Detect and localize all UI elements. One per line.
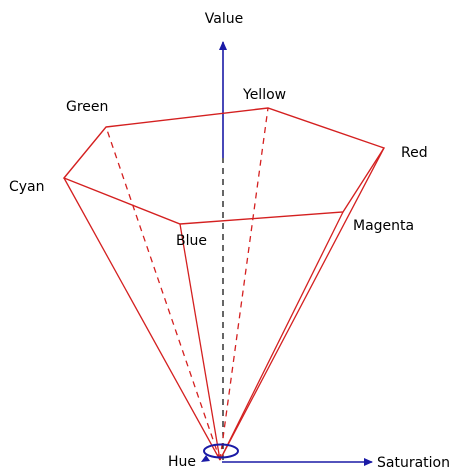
hue-label: Hue <box>168 454 196 470</box>
vertex-label-yellow: Yellow <box>242 87 286 103</box>
vertex-label-red: Red <box>401 145 428 161</box>
edge-apex-red <box>219 147 385 461</box>
top-hexagon <box>62 107 386 225</box>
vertex-label-green: Green <box>66 99 108 115</box>
value-axis-label: Value <box>205 11 243 27</box>
vertex-label-blue: Blue <box>176 233 207 249</box>
hue-rotation-icon <box>201 443 239 462</box>
edge-apex-green <box>105 126 221 461</box>
vertex-label-magenta: Magenta <box>353 218 414 234</box>
edge-apex-magenta <box>219 211 344 461</box>
edge-apex-cyan <box>63 177 221 461</box>
edge-apex-yellow <box>219 107 269 461</box>
vertex-label-cyan: Cyan <box>9 179 45 195</box>
saturation-axis-label: Saturation <box>377 455 450 471</box>
edge-apex-blue <box>179 223 221 461</box>
